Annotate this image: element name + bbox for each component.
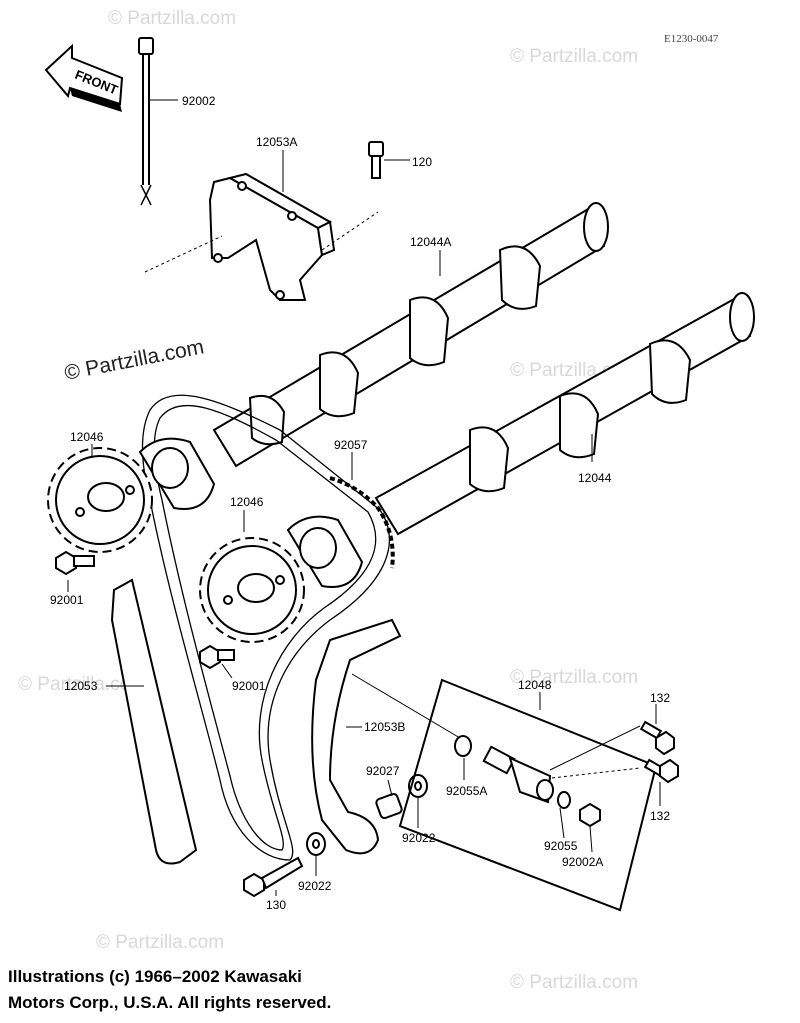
- leader-lines: [67, 99, 661, 896]
- o-ring-92055: [557, 791, 571, 809]
- bolt-132-bottom: [643, 758, 679, 784]
- tensioner-guide-12053B: [311, 618, 402, 855]
- part-label[interactable]: 12046: [230, 495, 264, 509]
- part-label[interactable]: 92001: [232, 679, 266, 693]
- washer-92022-bottom: [306, 832, 326, 856]
- part-label[interactable]: 92057: [334, 438, 368, 452]
- watermark: © Partzilla.com: [510, 46, 638, 67]
- bolt-130: [243, 856, 304, 898]
- part-label[interactable]: 12053A: [256, 135, 297, 149]
- bolt-92001-left: [55, 550, 95, 576]
- copyright-line: Motors Corp., U.S.A. All rights reserved…: [8, 993, 332, 1012]
- sprocket-12046-mid: [199, 537, 305, 643]
- bolt-132-top: [639, 720, 675, 756]
- part-label[interactable]: 92027: [366, 764, 400, 778]
- camshaft-12044A: [212, 202, 609, 468]
- part-label[interactable]: 130: [266, 898, 286, 912]
- cam-hub-lower: [286, 515, 364, 588]
- bolt-120: [368, 141, 384, 179]
- part-label[interactable]: 92002A: [562, 855, 603, 869]
- watermark: © Partzilla.com: [96, 932, 224, 953]
- part-label[interactable]: 12046: [70, 430, 104, 444]
- stud-bolt-92002: [138, 37, 154, 206]
- part-labels: 92002 12053A 120 12044A 12046 92057 1204…: [50, 94, 670, 912]
- diagram-code: E1230-0047: [664, 33, 719, 45]
- copyright-notice: Illustrations (c) 1966–2002 Kawasaki Mot…: [8, 964, 568, 1016]
- bracket-12053A: [144, 172, 379, 301]
- part-label[interactable]: 92022: [402, 831, 436, 845]
- plug-92002A: [579, 802, 601, 828]
- watermark-main: © Partzilla.com: [63, 335, 206, 385]
- chain-guide-12053: [110, 578, 198, 865]
- part-label[interactable]: 92022: [298, 879, 332, 893]
- part-label[interactable]: 92002: [182, 94, 216, 108]
- part-label[interactable]: 132: [650, 809, 670, 823]
- o-ring-92055A: [454, 735, 472, 757]
- cam-hub-upper: [138, 437, 216, 510]
- camshaft-12044: [374, 292, 755, 536]
- watermark: © Partzilla.com: [108, 8, 236, 29]
- bolt-92001-mid: [199, 644, 235, 670]
- part-label[interactable]: 12044: [578, 471, 612, 485]
- front-arrow-icon: FRONT: [44, 43, 124, 112]
- part-label[interactable]: 92055: [544, 839, 578, 853]
- part-label[interactable]: 12053B: [364, 720, 405, 734]
- copyright-line: Illustrations (c) 1966–2002 Kawasaki: [8, 967, 302, 986]
- cam-chain-92057: [141, 394, 395, 861]
- watermark: © Partzilla.com: [18, 674, 146, 695]
- part-label[interactable]: 92001: [50, 593, 84, 607]
- part-label[interactable]: 120: [412, 155, 432, 169]
- watermark: © Partzilla.com: [510, 667, 638, 688]
- sprocket-12046-top: [47, 447, 153, 553]
- part-label[interactable]: 12053: [64, 679, 98, 693]
- part-label[interactable]: 12048: [518, 678, 552, 692]
- tensioner-assembly-12048: [398, 678, 658, 912]
- part-label[interactable]: 132: [650, 691, 670, 705]
- part-label[interactable]: 92055A: [446, 784, 487, 798]
- collar-92027: [375, 792, 403, 820]
- watermark: © Partzilla.com: [510, 972, 638, 993]
- part-label[interactable]: 12044A: [410, 235, 451, 249]
